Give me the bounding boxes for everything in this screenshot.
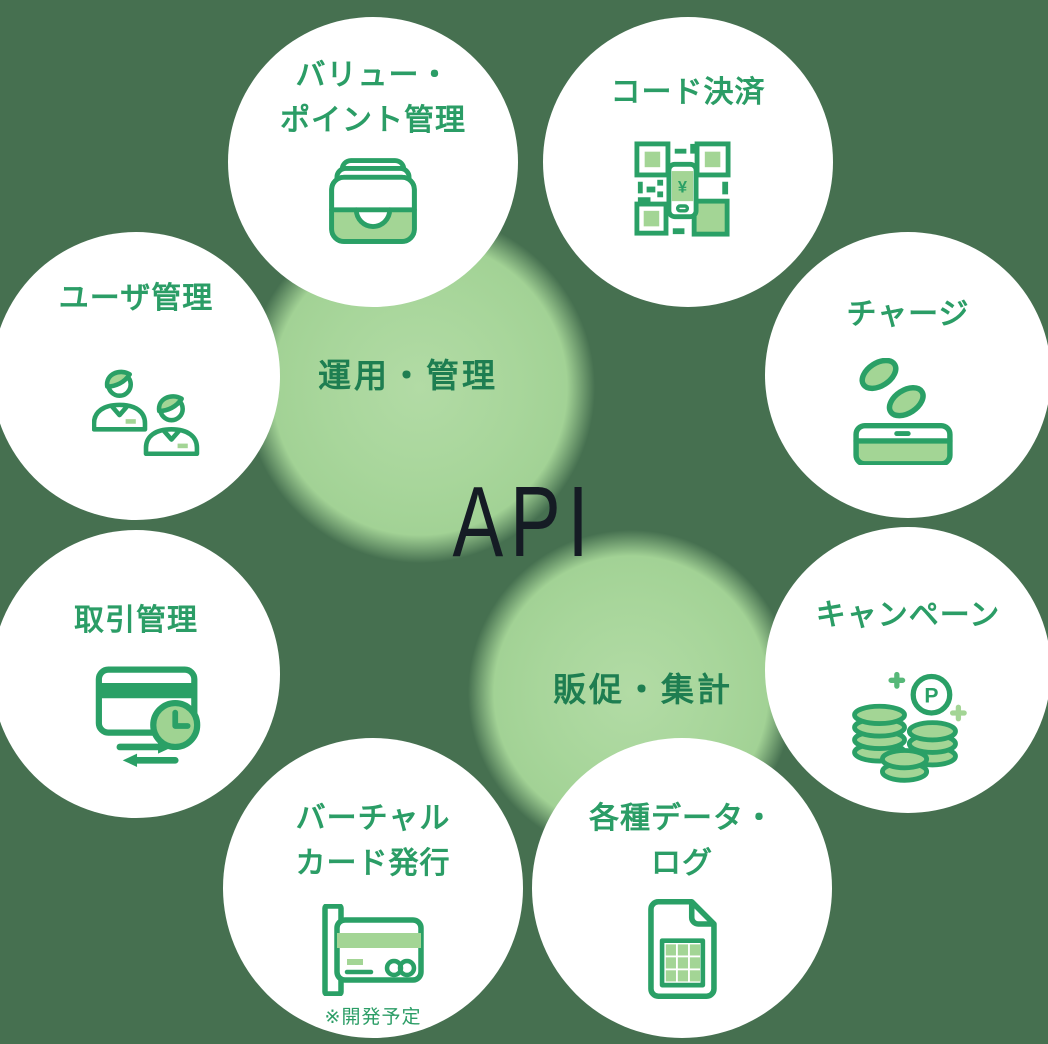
feature-circle-data-log: 各種データ・ ログ — [532, 738, 832, 1038]
operations-group-label: 運用・管理 — [318, 357, 498, 394]
feature-label-line: コード決済 — [610, 76, 766, 109]
feature-label-line: バリュー・ — [295, 59, 451, 92]
feature-label-line: チャージ — [846, 298, 970, 331]
feature-label-line: 各種データ・ — [589, 802, 775, 835]
feature-circle-user-management: ユーザ管理 — [0, 232, 280, 520]
feature-label-line: バーチャル — [295, 802, 451, 835]
coins-into-device-icon — [853, 358, 953, 465]
virtual-card-icon — [322, 904, 424, 996]
wallet-icon — [329, 158, 417, 244]
promotion-group-label: 販促・集計 — [553, 671, 733, 708]
feature-circle-charge: チャージ — [765, 232, 1048, 518]
feature-label-line: 取引管理 — [74, 604, 198, 637]
point-glyph: P — [924, 684, 938, 707]
yen-glyph: ¥ — [678, 178, 688, 196]
feature-label: バーチャル カード発行 — [223, 796, 523, 886]
api-title: API — [452, 466, 596, 578]
feature-label: チャージ — [765, 292, 1048, 337]
qr-payment-icon: ¥ — [634, 141, 731, 237]
feature-label: バリュー・ ポイント管理 — [228, 53, 518, 143]
feature-circle-value-point: バリュー・ ポイント管理 — [228, 17, 518, 307]
feature-circle-transaction: 取引管理 — [0, 530, 280, 818]
feature-circle-virtual-card: バーチャル カード発行 ※開発予定 — [223, 738, 523, 1038]
feature-label-line: カード発行 — [295, 847, 451, 880]
feature-label: コード決済 — [543, 70, 833, 115]
feature-circle-campaign: キャンペーン P — [765, 527, 1048, 813]
users-icon — [92, 369, 200, 456]
feature-label-line: ログ — [651, 847, 713, 880]
feature-label: 取引管理 — [0, 598, 280, 643]
feature-label-line: ユーザ管理 — [58, 282, 214, 315]
feature-circle-code-payment: コード決済 ¥ — [543, 17, 833, 307]
point-coins-icon: P — [852, 671, 967, 783]
feature-label: キャンペーン — [765, 593, 1048, 638]
data-document-icon — [648, 898, 717, 1000]
feature-label-line: キャンペーン — [815, 599, 1001, 632]
feature-label: 各種データ・ ログ — [532, 796, 832, 886]
card-clock-transfer-icon — [95, 666, 201, 767]
feature-label: ユーザ管理 — [0, 276, 280, 321]
development-note: ※開発予定 — [324, 1007, 422, 1028]
feature-label-line: ポイント管理 — [280, 104, 466, 137]
